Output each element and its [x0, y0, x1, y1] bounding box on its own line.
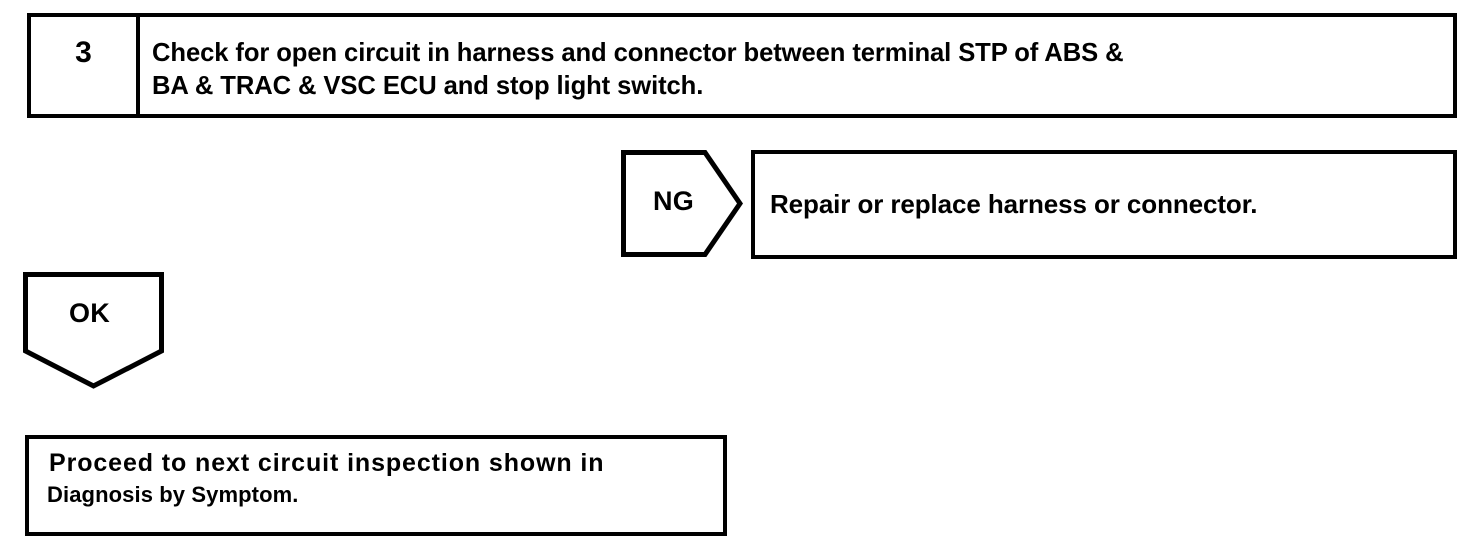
- ok-result-text-line-2: Diagnosis by Symptom.: [47, 482, 299, 507]
- step-box: 3 Check for open circuit in harness and …: [27, 13, 1457, 118]
- step-number: 3: [75, 36, 92, 69]
- step-instruction-text: Check for open circuit in harness and co…: [152, 37, 1124, 100]
- ng-arrow-shape: [621, 150, 743, 257]
- ok-result-box: Proceed to next circuit inspection shown…: [25, 435, 727, 536]
- ok-branch-arrow-icon: [23, 272, 164, 389]
- ng-result-box: Repair or replace harness or connector.: [751, 150, 1457, 259]
- ng-branch-label: NG: [653, 186, 695, 216]
- step-number-cell: 3: [31, 17, 140, 114]
- ng-branch-arrow-icon: [621, 150, 743, 257]
- step-instruction-cell: Check for open circuit in harness and co…: [140, 17, 1453, 114]
- ok-branch-label: OK: [69, 298, 111, 328]
- ok-result-text-line-1: Proceed to next circuit inspection shown…: [49, 449, 605, 477]
- ok-arrow-shape: [23, 272, 164, 389]
- ng-result-text: Repair or replace harness or connector.: [770, 189, 1258, 219]
